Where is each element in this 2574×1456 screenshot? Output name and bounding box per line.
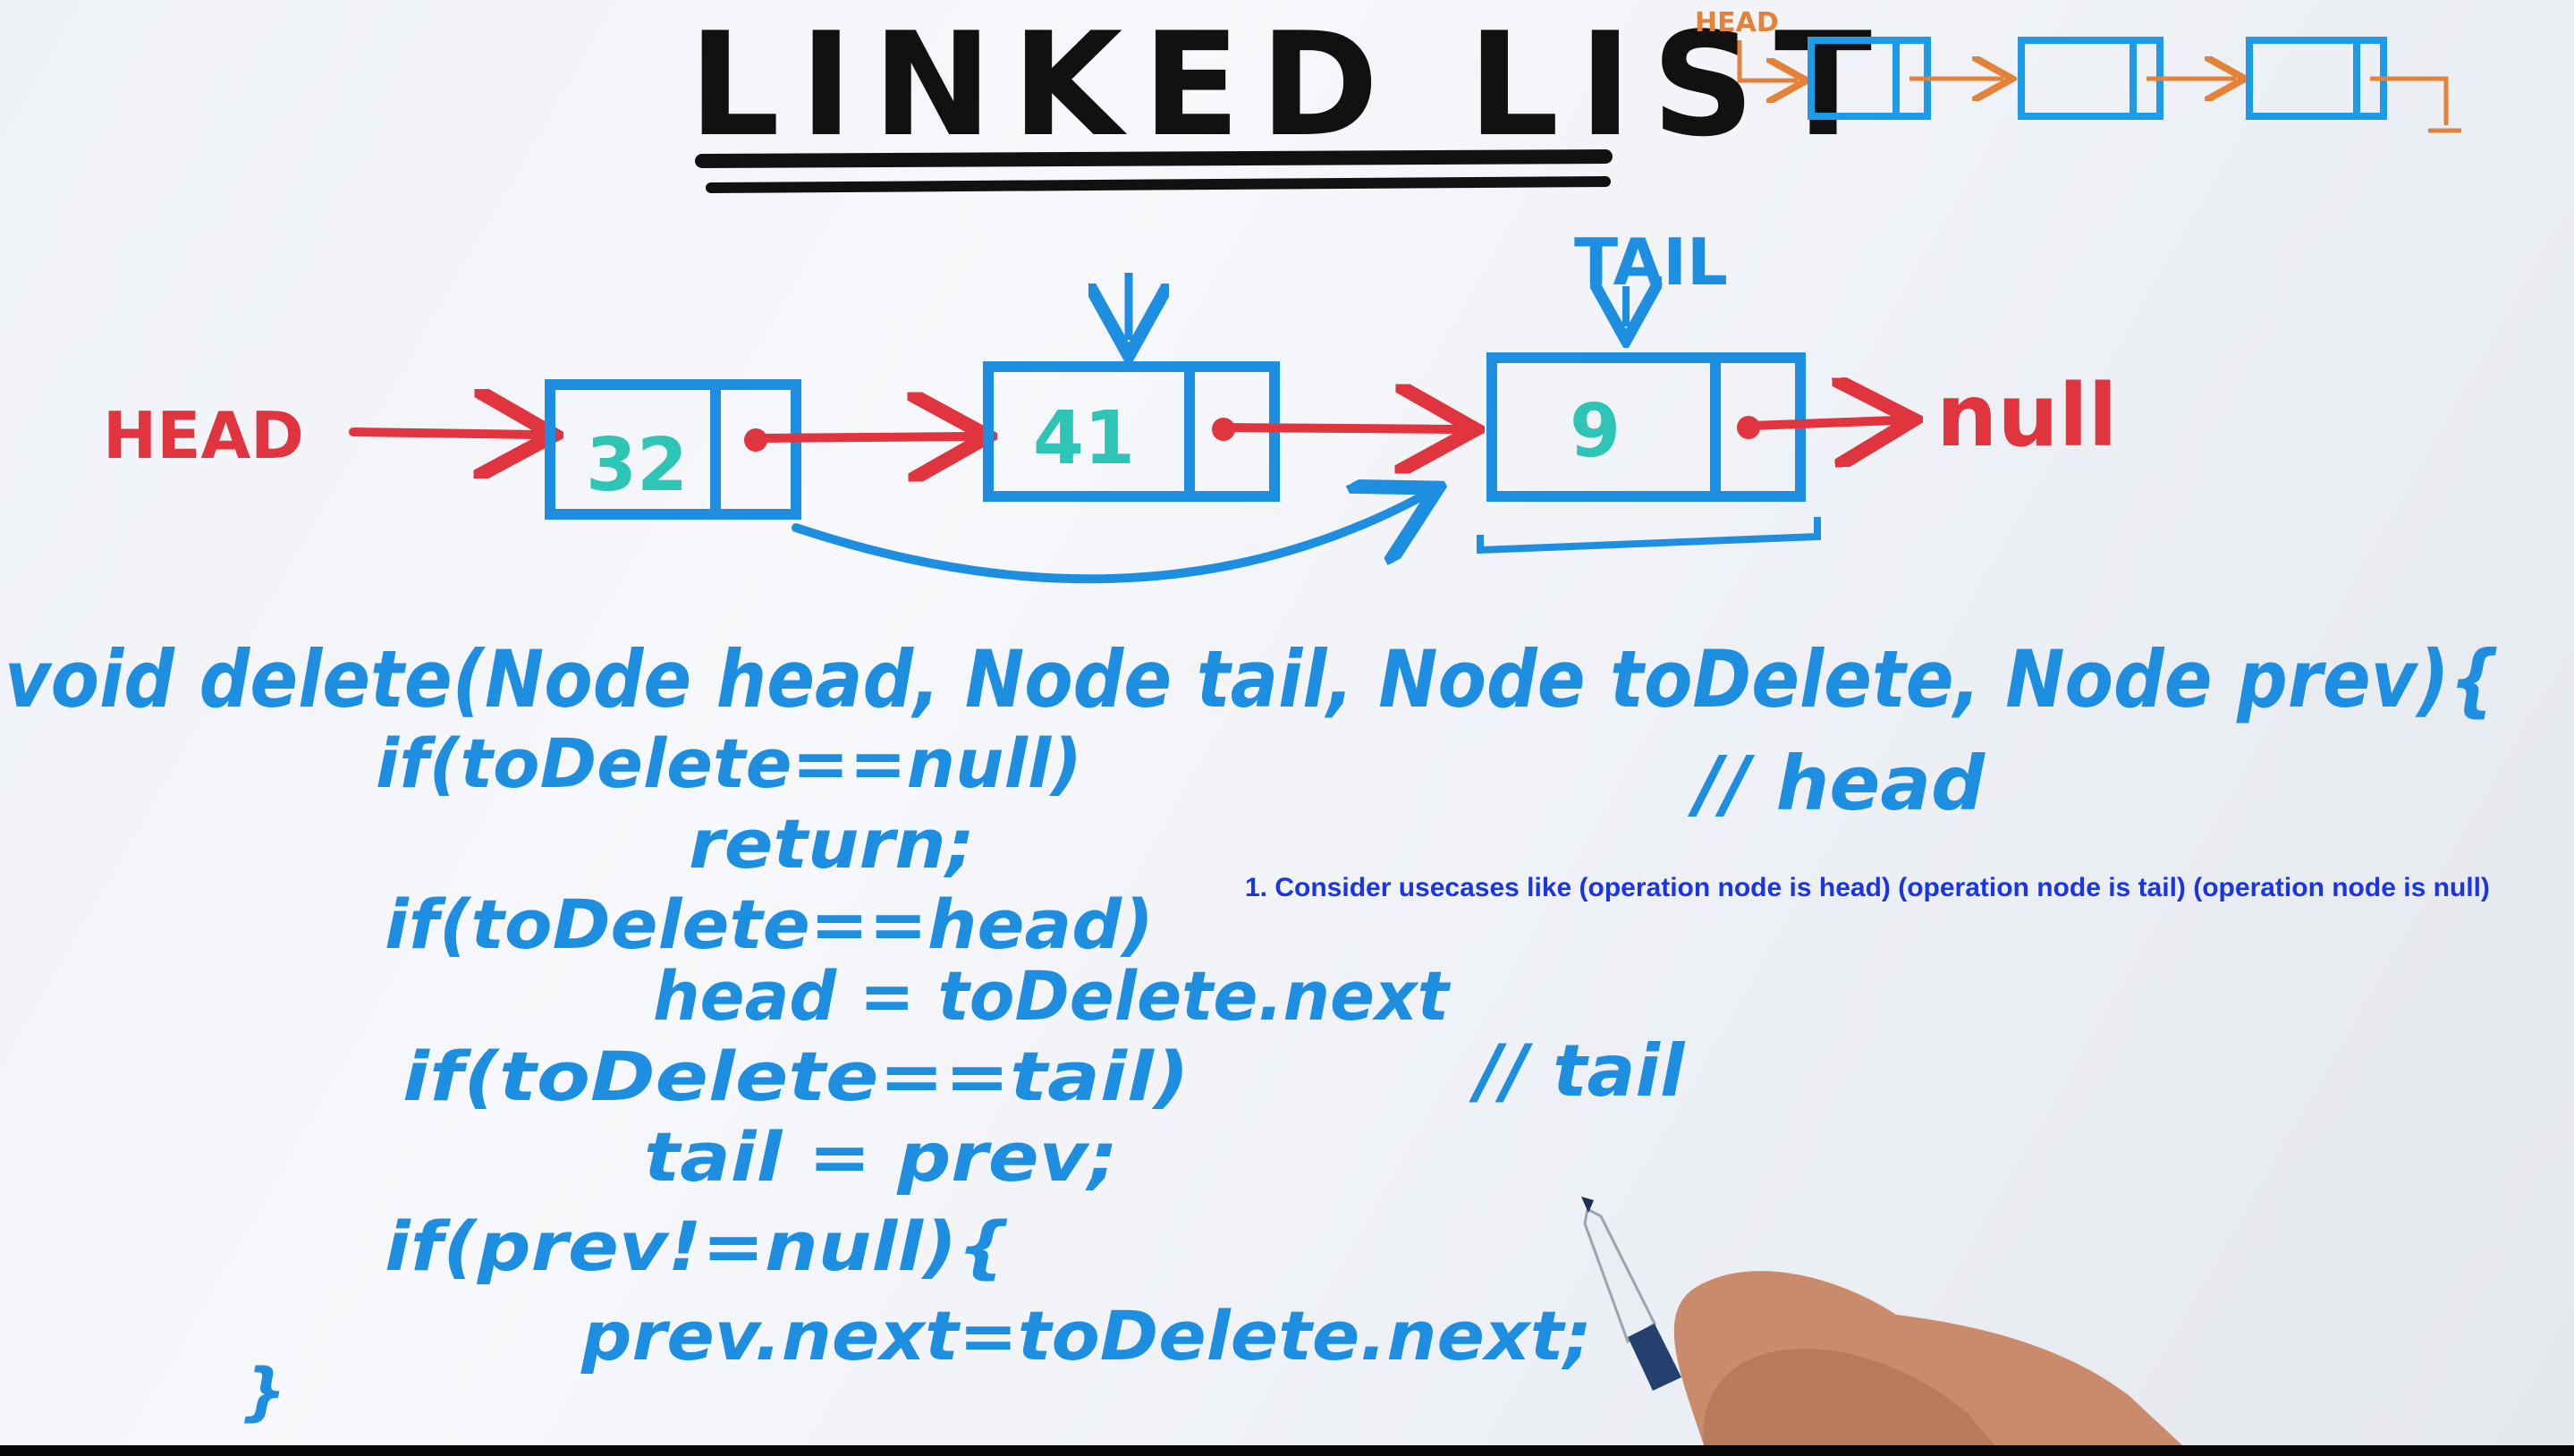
node-3-next-arrow — [1747, 420, 1896, 426]
title-underline-second — [706, 176, 1611, 193]
code-line-9: prev.next=toDelete.next; — [580, 1296, 1592, 1376]
annotation-note: 1. Consider usecases like (operation nod… — [1245, 873, 2490, 902]
comment-tail: // tail — [1469, 1029, 1686, 1113]
code-line-7: tail = prev; — [644, 1117, 1118, 1197]
node-3-value: 9 — [1570, 389, 1621, 474]
head-arrow — [349, 432, 537, 435]
video-bottom-bar — [0, 1445, 2574, 1456]
code-line-4: if(toDelete==head) — [385, 885, 1154, 964]
title-underline — [695, 149, 1613, 168]
page-title: LINKED LIST — [689, 1, 1892, 168]
node-3-bracket — [1477, 517, 1821, 554]
node-1-next-arrow — [756, 436, 970, 438]
code-line-10: } — [241, 1355, 286, 1428]
node-1-box — [545, 379, 801, 520]
comment-head: // head — [1687, 740, 1986, 827]
mini-null-arrow — [2370, 76, 2449, 125]
mini-node-3 — [2246, 37, 2387, 120]
head-label: HEAD — [103, 398, 304, 473]
main-linked-list-diagram: HEAD 32 41 TAIL 9 — [103, 224, 2118, 584]
mini-head-label: HEAD — [1695, 7, 1779, 38]
node-2-value: 41 — [1033, 396, 1135, 481]
node-1-value: 32 — [586, 423, 688, 508]
code-block: void delete(Node head, Node tail, Node t… — [4, 633, 2500, 1428]
mini-node-2 — [2018, 37, 2163, 120]
code-line-8: if(prev!=null){ — [385, 1206, 1011, 1286]
mini-linked-list-diagram: HEAD — [1695, 7, 2461, 133]
mini-head-arrow — [1737, 40, 1798, 80]
code-line-3: return; — [689, 804, 975, 884]
null-label: null — [1936, 366, 2118, 466]
hand-with-marker — [1581, 1197, 2182, 1445]
code-line-5: head = toDelete.next — [653, 956, 1452, 1036]
code-line-1: void delete(Node head, Node tail, Node t… — [4, 633, 2500, 725]
code-line-2: if(toDelete==null) — [376, 724, 1082, 803]
code-line-6: if(toDelete==tail) — [402, 1037, 1190, 1116]
skip-node-arrow — [792, 496, 1422, 584]
node-2-next-arrow — [1223, 427, 1458, 429]
tail-label: TAIL — [1574, 224, 1728, 300]
